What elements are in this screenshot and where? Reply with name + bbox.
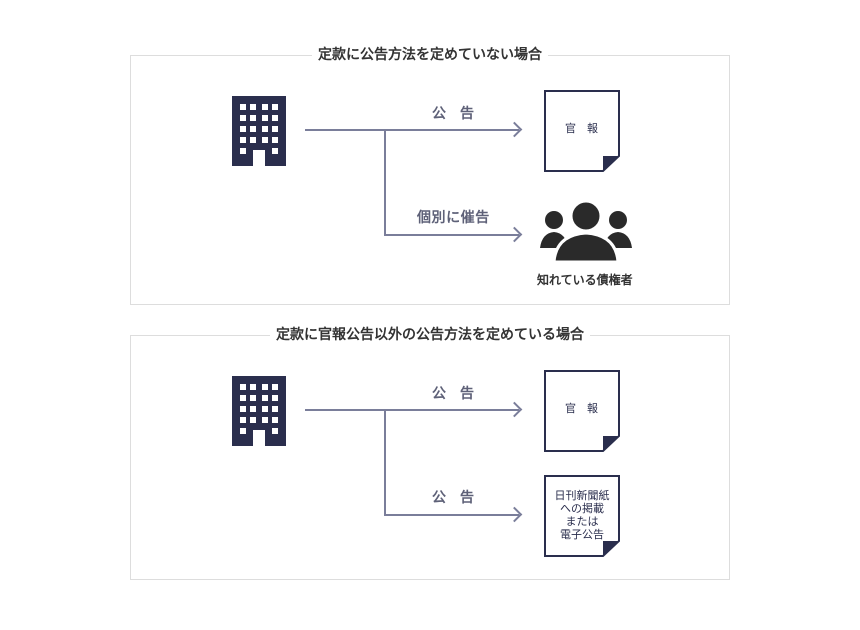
building-icon — [232, 376, 286, 446]
panel-title: 定款に公告方法を定めていない場合 — [312, 45, 548, 65]
connector-lower — [384, 234, 519, 236]
official-gazette-document: 官報 — [544, 90, 620, 172]
diagram-no-method-panel: 定款に公告方法を定めていない場合 — [130, 45, 730, 305]
diagram-other-method-panel: 定款に官報公告以外の公告方法を定めている場合 — [130, 325, 730, 580]
connector-main — [305, 409, 519, 411]
branch-label-individual-notice: 個別に催告 — [417, 210, 490, 226]
branch-label-public-notice: 公告 — [432, 386, 488, 402]
creditors-label: 知れている債権者 — [537, 273, 633, 287]
panel-title: 定款に官報公告以外の公告方法を定めている場合 — [270, 325, 590, 345]
document-icon — [544, 90, 620, 172]
connector-branch — [384, 129, 386, 236]
connector-lower — [384, 514, 519, 516]
connector-branch — [384, 409, 386, 516]
official-gazette-document: 官報 — [544, 370, 620, 452]
document-icon — [544, 475, 620, 557]
document-icon — [544, 370, 620, 452]
document-label: 官報 — [565, 402, 609, 415]
newspaper-or-electronic-document: 日刊新聞紙 への掲載 または 電子公告 — [544, 475, 620, 557]
connector-main — [305, 129, 519, 131]
building-icon — [232, 96, 286, 166]
branch-label-public-notice: 公告 — [432, 106, 488, 122]
document-label: 日刊新聞紙 への掲載 または 電子公告 — [554, 489, 610, 541]
document-label: 官報 — [565, 122, 609, 135]
branch-label-public-notice: 公告 — [432, 490, 488, 506]
people-icon — [540, 199, 632, 264]
